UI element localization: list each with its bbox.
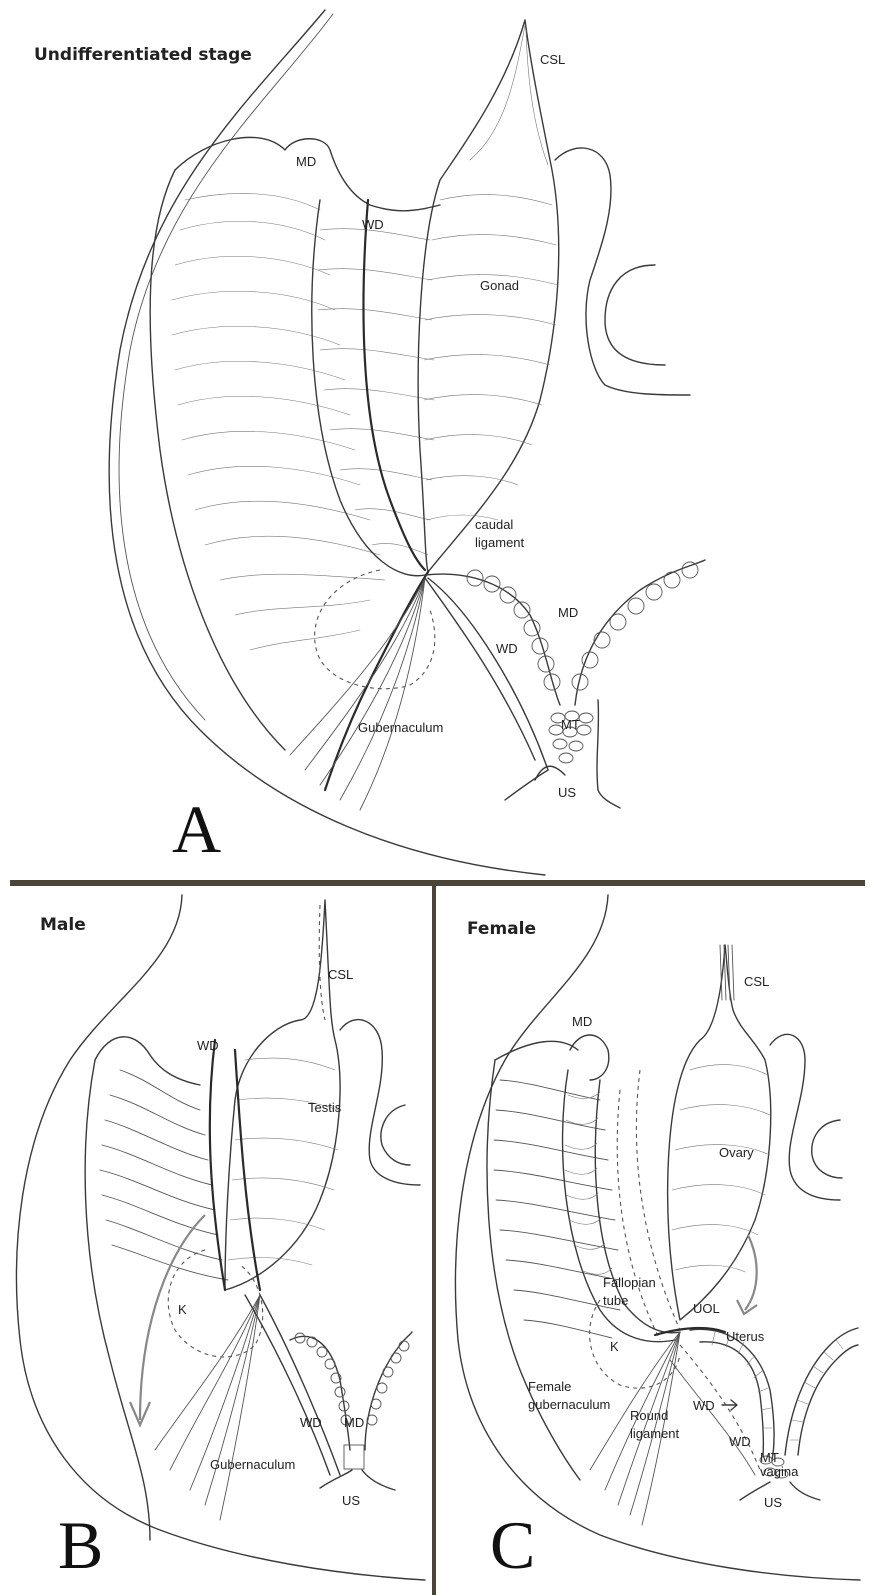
md-right-b bbox=[365, 1332, 412, 1450]
wd-lower-b2 bbox=[245, 1295, 330, 1475]
label-ovary: Ovary bbox=[719, 1145, 754, 1160]
panel-c-title: Female bbox=[467, 919, 536, 939]
panel-c-letter: C bbox=[490, 1507, 535, 1583]
label-us-b: US bbox=[342, 1493, 360, 1508]
crescent-b bbox=[381, 1105, 410, 1165]
label-gubernaculum-b: Gubernaculum bbox=[210, 1457, 295, 1472]
kidney-c bbox=[590, 1300, 680, 1388]
wd-upper-b bbox=[210, 1040, 225, 1290]
crescent-c bbox=[812, 1120, 842, 1178]
panel-b-title: Male bbox=[40, 915, 86, 935]
md-right-c bbox=[785, 1328, 858, 1455]
md-right-coils-c bbox=[790, 1340, 843, 1440]
md-fimbria-c bbox=[570, 1035, 609, 1080]
wolffian-duct-a bbox=[363, 200, 425, 570]
label-gubernaculum-a: Gubernaculum bbox=[358, 720, 443, 735]
wd-lower-c2 bbox=[670, 1360, 755, 1475]
gubernaculum-stem-a bbox=[325, 572, 428, 790]
descent-arrow-b bbox=[140, 1215, 205, 1420]
md-coils-b bbox=[295, 1333, 409, 1425]
label-k-c: K bbox=[610, 1339, 619, 1354]
gubernaculum-fibers-b bbox=[155, 1295, 260, 1520]
gonad-shape bbox=[418, 20, 559, 572]
abdominal-fold-b bbox=[340, 1020, 420, 1185]
label-fallopian-2: tube bbox=[603, 1293, 628, 1308]
label-wd-a-top: WD bbox=[362, 217, 384, 232]
mesonephros-top-b bbox=[95, 1037, 200, 1085]
label-caudal-1: caudal bbox=[475, 517, 513, 532]
label-round-2: ligament bbox=[630, 1426, 680, 1441]
body-wall bbox=[109, 10, 545, 875]
horizontal-divider bbox=[10, 880, 865, 886]
ovary-hatch bbox=[672, 1065, 770, 1272]
vertical-divider bbox=[432, 886, 436, 1595]
label-csl-b: CSL bbox=[328, 967, 353, 982]
descent-arrow-c bbox=[745, 1235, 757, 1310]
panel-b: Male bbox=[17, 895, 425, 1583]
label-testis: Testis bbox=[308, 1100, 342, 1115]
testis-hatch bbox=[228, 1058, 338, 1265]
label-csl-c: CSL bbox=[744, 974, 769, 989]
mesonephros-lateral-b bbox=[85, 1060, 150, 1540]
uterus-coils-c bbox=[712, 1332, 772, 1428]
md-right-a bbox=[575, 560, 705, 705]
label-female-gub-1: Female bbox=[528, 1379, 571, 1394]
md-left-b bbox=[290, 1336, 350, 1450]
tubules-b bbox=[100, 1070, 228, 1280]
label-wd-a-right: WD bbox=[496, 641, 518, 656]
panel-a: Undifferentiated stage bbox=[34, 10, 705, 875]
mt-b bbox=[344, 1445, 364, 1469]
abdominal-fold bbox=[555, 148, 690, 395]
tubules-c bbox=[494, 1080, 620, 1338]
testis-shape bbox=[225, 900, 340, 1290]
label-md-c: MD bbox=[572, 1014, 592, 1029]
label-md-b: MD bbox=[344, 1415, 364, 1430]
label-us-a: US bbox=[558, 785, 576, 800]
wd-arrow-c bbox=[722, 1400, 737, 1410]
label-wd-arrow-c: WD bbox=[693, 1398, 715, 1413]
label-csl-a: CSL bbox=[540, 52, 565, 67]
label-fallopian-1: Fallopian bbox=[603, 1275, 656, 1290]
mesonephros-lateral-c bbox=[487, 1060, 580, 1480]
label-caudal-2: ligament bbox=[475, 535, 525, 550]
panel-c: Female bbox=[455, 895, 860, 1583]
label-md-a-right: MD bbox=[558, 605, 578, 620]
label-female-gub-2: gubernaculum bbox=[528, 1397, 610, 1412]
wd-upper-b2 bbox=[235, 1050, 260, 1290]
us-opening-a bbox=[535, 766, 565, 780]
label-mt-a: MT bbox=[561, 717, 580, 732]
mesonephric-tubules bbox=[172, 193, 385, 650]
panel-a-letter: A bbox=[172, 791, 221, 867]
wd-lower-b bbox=[260, 1295, 340, 1475]
label-round-1: Round bbox=[630, 1408, 668, 1423]
label-us-c: US bbox=[764, 1495, 782, 1510]
label-gonad: Gonad bbox=[480, 278, 519, 293]
label-mt-c: MT bbox=[760, 1450, 779, 1465]
md-right-c2 bbox=[798, 1345, 858, 1455]
label-uol: UOL bbox=[693, 1301, 720, 1316]
mesonephros-outline bbox=[175, 137, 440, 210]
urogenital-sinus-b bbox=[320, 1470, 395, 1490]
panel-a-title: Undifferentiated stage bbox=[34, 45, 252, 65]
body-wall-b bbox=[17, 895, 425, 1580]
label-k-b: K bbox=[178, 1302, 187, 1317]
label-vagina: vagina bbox=[760, 1464, 799, 1479]
body-wall-inner bbox=[119, 14, 333, 720]
body-wall-c bbox=[455, 895, 860, 1580]
label-wd-b-top: WD bbox=[197, 1038, 219, 1053]
label-uterus: Uterus bbox=[726, 1329, 765, 1344]
crescent-a bbox=[605, 265, 665, 365]
panel-b-letter: B bbox=[58, 1507, 103, 1583]
label-md-a-top: MD bbox=[296, 154, 316, 169]
mesonephros-hatch bbox=[318, 229, 434, 555]
label-wd-c: WD bbox=[729, 1434, 751, 1449]
label-wd-b-low: WD bbox=[300, 1415, 322, 1430]
